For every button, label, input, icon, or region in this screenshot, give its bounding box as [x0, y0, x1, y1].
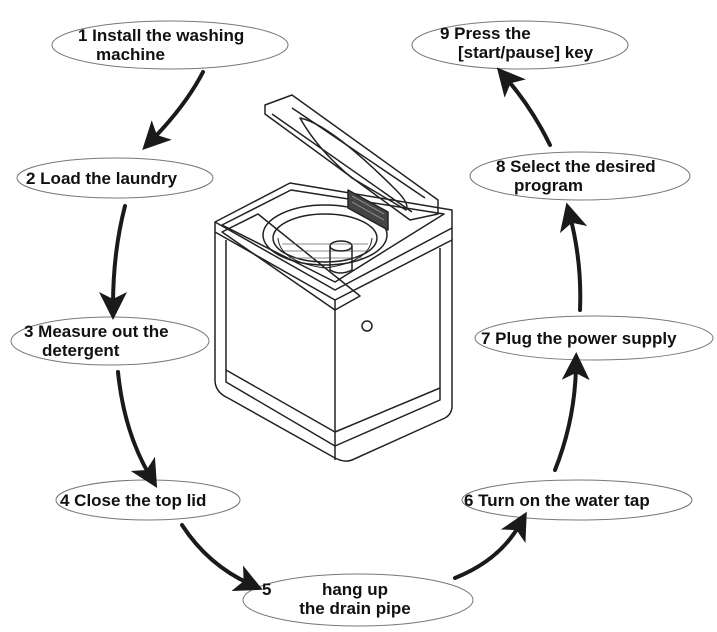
step-2-line-1: 2 Load the laundry — [26, 169, 178, 188]
arrow-1-to-2 — [142, 70, 205, 151]
step-2-ellipse — [16, 157, 214, 199]
step-5-number: 5 — [262, 580, 271, 599]
step-1-line-2: machine — [96, 45, 165, 64]
step-8-ellipse — [469, 151, 691, 201]
step-6-line-1: 6 Turn on the water tap — [464, 491, 650, 510]
step-1-label: 1 Install the washing machine — [78, 26, 244, 64]
step-8-label: 8 Select the desired program — [496, 157, 656, 195]
top-loading-washing-machine-icon — [214, 94, 453, 462]
step-3-label: 3 Measure out the detergent — [24, 322, 169, 360]
step-5-line-1: 5 — [262, 580, 272, 599]
step-7-ellipse — [474, 315, 714, 361]
step-6-label: 6 Turn on the water tap — [464, 491, 650, 510]
step-3-line-2: detergent — [42, 341, 120, 360]
arrow-8-to-9 — [496, 67, 552, 147]
step-3-line-1: 3 Measure out the — [24, 322, 169, 341]
step-1-line-1: 1 Install the washing — [78, 26, 245, 45]
step-1-ellipse — [51, 20, 289, 70]
step-8-line-2: program — [514, 176, 583, 195]
step-6-ellipse — [461, 479, 693, 521]
step-5-line-2: hang up — [321, 580, 389, 599]
step-5-ellipse — [242, 573, 474, 627]
step-4-label: 4 Close the top lid — [60, 491, 206, 510]
step-7-line-1: 7 Plug the power supply — [481, 329, 677, 348]
arrow-5-to-6 — [453, 511, 527, 580]
arrow-2-to-3 — [99, 204, 128, 320]
flow-arrows — [99, 67, 590, 591]
arrow-3-to-4 — [116, 370, 158, 489]
step-5-label: hang up the drain pipe — [280, 580, 430, 618]
arrow-6-to-7 — [553, 352, 590, 472]
step-9-line-2: [start/pause] key — [458, 43, 594, 62]
step-4-line-1: 4 Close the top lid — [60, 491, 207, 510]
step-9-label: 9 Press the [start/pause] key — [440, 24, 593, 62]
step-2-label: 2 Load the laundry — [26, 169, 177, 188]
step-5-line-3: the drain pipe — [299, 599, 411, 618]
arrow-4-to-5 — [180, 523, 263, 591]
arrow-7-to-8 — [559, 202, 588, 312]
step-9-line-1: 9 Press the — [440, 24, 531, 43]
step-8-line-1: 8 Select the desired — [496, 157, 656, 176]
step-7-label: 7 Plug the power supply — [481, 329, 677, 348]
label-ellipses — [10, 20, 714, 627]
